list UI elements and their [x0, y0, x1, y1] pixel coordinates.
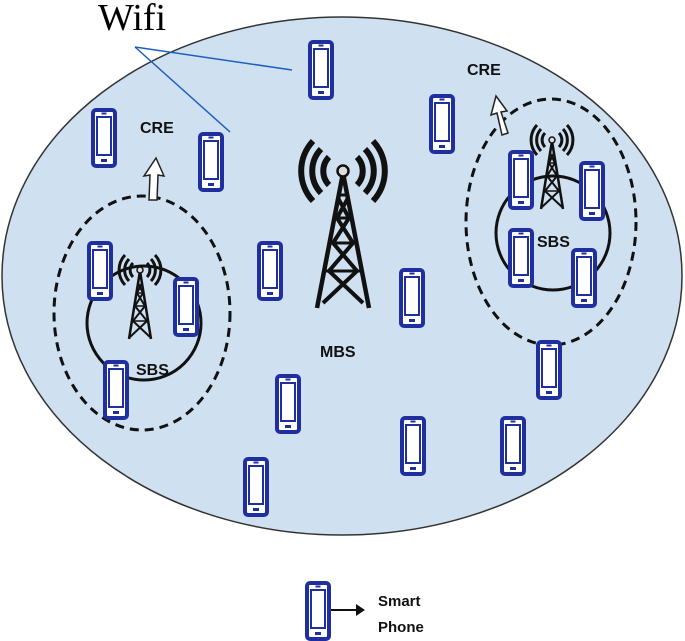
right-cre-boundary [464, 97, 638, 347]
smartphone-icon [87, 241, 113, 301]
smartphone-icon [103, 360, 129, 420]
left-small-cell [85, 264, 203, 382]
left-cre-boundary [52, 194, 232, 432]
smartphone-icon [536, 340, 562, 400]
wifi-pointer-line [134, 46, 293, 71]
left-cre-arrow-icon [142, 156, 166, 201]
smartphone-icon [173, 277, 199, 337]
smartphone-icon [429, 94, 455, 154]
smartphone-icon [198, 132, 224, 192]
legend: Smart Phone [305, 581, 424, 641]
legend-label-line1: Smart [378, 593, 421, 610]
smartphone-icon [257, 241, 283, 301]
smartphone-icon [399, 268, 425, 328]
legend-arrowhead-icon [356, 604, 365, 616]
mbs-label: MBS [320, 344, 356, 361]
wifi-label: Wifi [98, 0, 166, 39]
smartphone-icon [500, 416, 526, 476]
wifi-pointer-line [134, 46, 231, 133]
smartphone-icon [508, 228, 534, 288]
smartphone-icon [508, 150, 534, 210]
macro-cell-area [1, 16, 683, 536]
legend-label-line2: Phone [378, 619, 424, 636]
legend-smartphone-icon [305, 581, 331, 641]
right-cre-label: CRE [467, 62, 501, 79]
smartphone-icon [91, 108, 117, 168]
smartphone-icon [275, 374, 301, 434]
left-cre-label: CRE [140, 120, 174, 137]
right-sbs-label: SBS [537, 234, 570, 251]
smartphone-icon [571, 248, 597, 308]
smartphone-icon [243, 457, 269, 517]
smartphone-icon [400, 416, 426, 476]
smartphone-icon [308, 40, 334, 100]
right-cre-arrow-icon [489, 94, 509, 136]
smartphone-icon [579, 161, 605, 221]
left-sbs-label: SBS [136, 362, 169, 379]
